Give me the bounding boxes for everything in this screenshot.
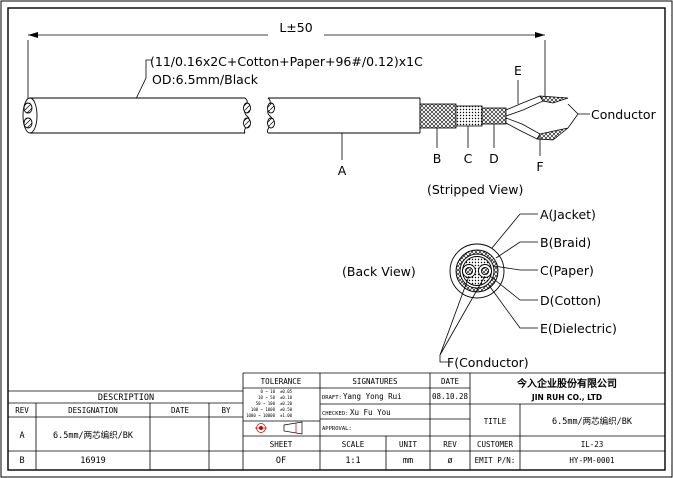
- dielectric-wires: [505, 95, 544, 140]
- title-label: TITLE: [484, 417, 507, 426]
- inner-border: [7, 7, 666, 471]
- cable-braid: [419, 103, 457, 129]
- conductor-strands: [536, 95, 569, 141]
- row-b-designation: 16919: [80, 456, 106, 466]
- sheet-header: SHEET: [270, 440, 293, 449]
- customer-value: IL-23: [581, 440, 604, 449]
- tolerance-range: 0 ~ 10: [261, 389, 276, 394]
- customer-label: CUSTOMER: [477, 440, 514, 449]
- company-name-cn: 今入企业股份有限公司: [516, 377, 617, 390]
- legend-braid: B(Braid): [540, 235, 591, 250]
- tolerance-range: 50 ~ 100: [256, 401, 276, 406]
- back-view-label: (Back View): [342, 264, 416, 279]
- projection-symbol: [255, 421, 303, 435]
- tolerance-value: ±0.50: [280, 407, 293, 412]
- draft-date: 08.10.28: [432, 392, 469, 401]
- unit-value: mm: [403, 456, 413, 466]
- callout-a: A: [338, 163, 347, 178]
- legend-conductor: F(Conductor): [447, 355, 529, 370]
- tolerance-range: 100 ~ 1000: [251, 407, 276, 412]
- length-dimension: L±50: [27, 20, 546, 100]
- col-designation-header: DESIGNATION: [68, 406, 118, 415]
- cross-section: [449, 243, 505, 299]
- approval-label: APPROVAL:: [322, 426, 352, 432]
- checked-label: CHECKED:: [322, 411, 349, 417]
- legend-dielectric: E(Dielectric): [540, 321, 617, 336]
- stripped-view-label: (Stripped View): [427, 182, 523, 197]
- title-block-grid: [8, 372, 665, 470]
- emit-value: HY-PM-0001: [569, 456, 614, 465]
- tolerance-table: 0 ~ 10 ±0.05 10 ~ 50 ±0.10 50 ~ 100 ±0.20 100 …: [246, 389, 293, 418]
- description-header: DESCRIPTION: [98, 393, 154, 403]
- cable-cotton: [481, 107, 507, 125]
- col-by-header: BY: [221, 406, 231, 415]
- draft-label: DRAFT:: [322, 395, 342, 401]
- scale-header: SCALE: [342, 440, 365, 449]
- conductor-label: Conductor: [591, 107, 657, 122]
- legend-cotton: D(Cotton): [540, 293, 601, 308]
- sheet-value: OF: [276, 456, 286, 466]
- tolerance-range: 1000 ~ 10000: [246, 413, 275, 418]
- draft-name: Yang Yong Rui: [343, 392, 402, 401]
- legend-paper: C(Paper): [540, 263, 594, 278]
- row-a-designation: 6.5mm/两芯编织/BK: [53, 430, 134, 441]
- legend-leaders: [439, 213, 538, 363]
- cable-spec-line2: OD:6.5mm/Black: [152, 72, 259, 87]
- cable-paper: [455, 105, 483, 127]
- tolerance-range: 10 ~ 50: [258, 395, 275, 400]
- tolerance-value: ±0.20: [280, 401, 293, 406]
- rev-value: ø: [447, 456, 452, 466]
- callout-b: B: [433, 151, 442, 166]
- tolerance-value: ±0.10: [280, 395, 293, 400]
- scale-value: 1:1: [345, 456, 360, 466]
- rev-header: REV: [443, 440, 457, 449]
- title-value: 6.5mm/两芯编织/BK: [552, 416, 633, 427]
- row-b-rev: B: [19, 456, 24, 466]
- date-header: DATE: [441, 377, 460, 386]
- callout-f: F: [536, 159, 543, 174]
- tolerance-value: ±0.05: [280, 389, 293, 394]
- tolerance-value: ±1.00: [280, 413, 293, 418]
- legend-jacket: A(Jacket): [540, 207, 596, 222]
- col-date-header: DATE: [171, 406, 190, 415]
- cable-jacket: [22, 97, 421, 134]
- row-a-rev: A: [19, 431, 24, 441]
- unit-header: UNIT: [399, 440, 418, 449]
- tolerance-header: TOLERANCE: [261, 377, 302, 386]
- signatures-header: SIGNATURES: [352, 377, 398, 386]
- callout-leaders: [341, 80, 590, 160]
- col-rev-header: REV: [15, 406, 29, 415]
- length-label: L±50: [279, 20, 312, 35]
- checked-name: Xu Fu You: [350, 408, 391, 417]
- spec-leader: [132, 59, 152, 106]
- cable-spec-line1: (11/0.16x2C+Cotton+Paper+96#/0.12)x1C: [150, 54, 423, 69]
- company-name-en: JIN RUH CO., LTD: [531, 393, 602, 402]
- emit-label: EMIT P/N:: [475, 456, 516, 465]
- callout-c: C: [464, 151, 473, 166]
- callout-e: E: [514, 63, 522, 78]
- callout-d: D: [489, 151, 499, 166]
